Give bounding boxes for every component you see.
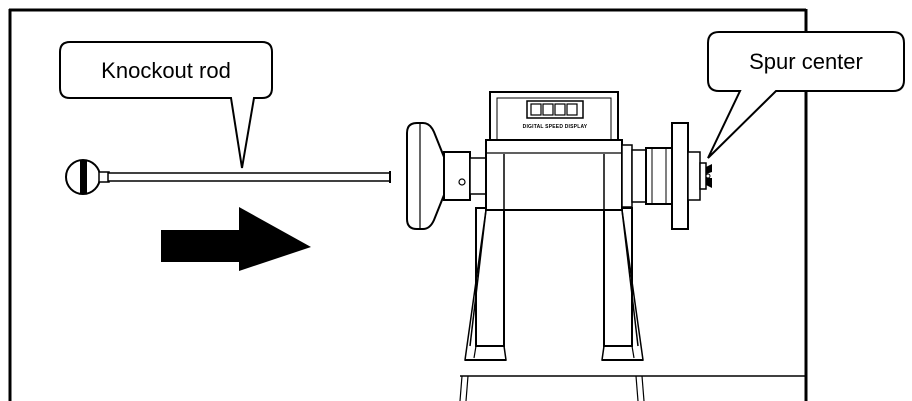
knockout-rod-callout: Knockout rod [59, 41, 273, 169]
spur-center [699, 162, 712, 190]
headstock: DIGITAL SPEED DISPLAY [485, 91, 633, 211]
display-caption: DIGITAL SPEED DISPLAY [523, 124, 588, 130]
spur-center-callout: Spur center [707, 31, 905, 159]
spindle-assembly [631, 122, 701, 230]
knockout-rod [65, 159, 391, 195]
spur-center-label: Spur center [749, 49, 863, 74]
knockout-rod-label: Knockout rod [101, 58, 231, 83]
push-direction-arrow [161, 207, 311, 271]
table-surface [459, 375, 806, 401]
headstock-stand [464, 154, 644, 361]
digital-speed-display: DIGITAL SPEED DISPLAY [523, 100, 588, 130]
